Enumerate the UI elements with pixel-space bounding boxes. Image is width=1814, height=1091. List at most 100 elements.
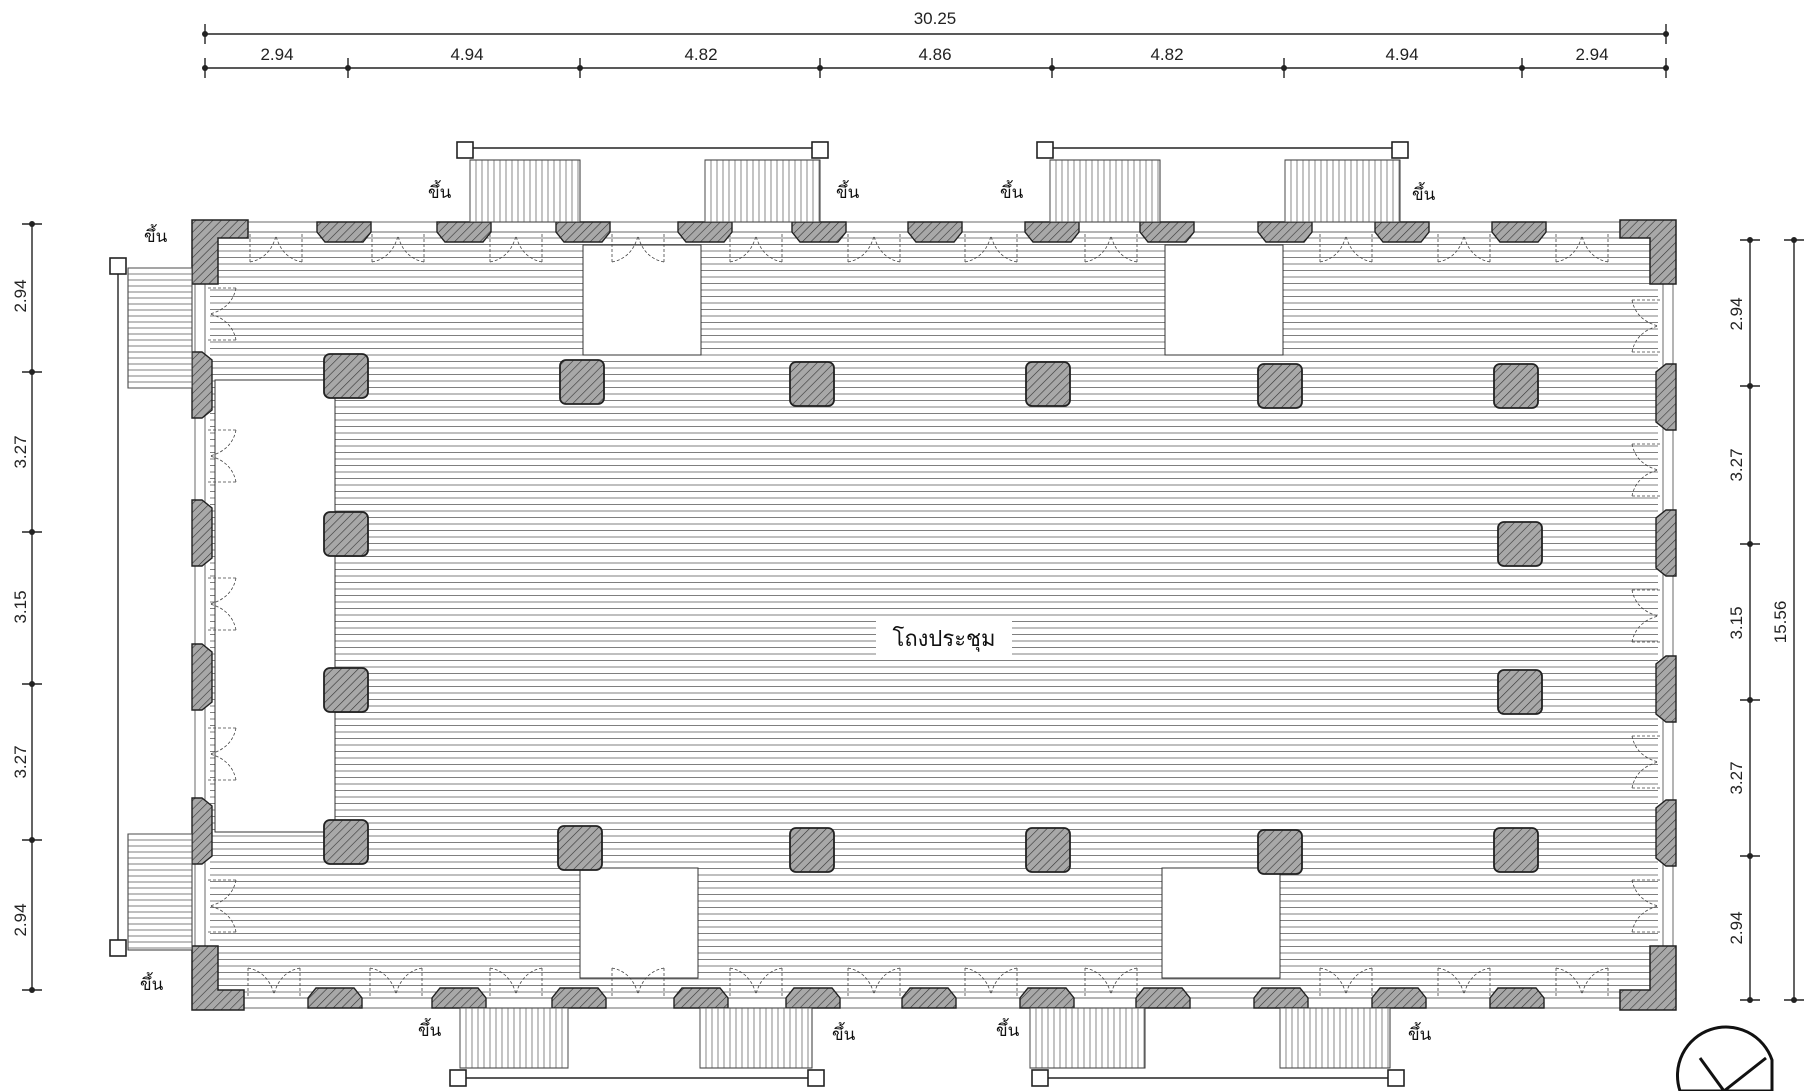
left-pier xyxy=(191,351,213,419)
stair-top-left-b xyxy=(704,159,821,223)
left-pier xyxy=(191,643,213,711)
stair-label-top-4: ขึ้น xyxy=(1412,182,1436,205)
top-pier xyxy=(1024,221,1080,243)
dim-node xyxy=(29,369,35,375)
top-pier xyxy=(907,221,963,243)
stair-left-bottom xyxy=(127,833,193,951)
top-pier xyxy=(677,221,733,243)
column xyxy=(789,361,835,407)
door-swing xyxy=(208,287,237,341)
dim-node xyxy=(817,65,823,71)
corner-top-left xyxy=(191,219,249,285)
dim-node xyxy=(1747,237,1753,243)
stair-label-bottom-4: ขึ้น xyxy=(1408,1022,1432,1045)
stair-top-right-b xyxy=(1284,159,1401,223)
right-dim-5: 2.94 xyxy=(1727,911,1746,944)
column xyxy=(323,819,369,865)
corner-bottom-right xyxy=(1619,945,1677,1011)
room-label-group: โถงประชุม xyxy=(876,620,1012,656)
stair-label-top-2: ขึ้น xyxy=(836,180,860,203)
dim-node xyxy=(1747,541,1753,547)
top-pier xyxy=(1139,221,1195,243)
column xyxy=(1493,827,1539,873)
top-pier xyxy=(555,221,611,243)
rail-post xyxy=(807,1069,825,1087)
dim-node xyxy=(1519,65,1525,71)
column xyxy=(323,353,369,399)
dim-node xyxy=(1747,997,1753,1003)
right-pier xyxy=(1655,799,1677,867)
corner-bottom-left xyxy=(191,945,245,1011)
stair-label-top-1: ขึ้น xyxy=(428,180,452,203)
left-dim-2: 3.27 xyxy=(11,435,30,468)
bottom-pier xyxy=(1489,987,1545,1009)
dim-node xyxy=(29,987,35,993)
top-pier xyxy=(436,221,492,243)
dim-node xyxy=(1049,65,1055,71)
top-dim-6: 4.94 xyxy=(1385,45,1418,64)
rail-post xyxy=(109,257,127,275)
column xyxy=(1257,363,1303,409)
overall-width-label: 30.25 xyxy=(914,9,957,28)
left-pier xyxy=(191,797,213,865)
left-dim-1: 2.94 xyxy=(11,279,30,312)
top-pier xyxy=(1374,221,1430,243)
right-dim-3: 3.15 xyxy=(1727,606,1746,639)
overall-depth-label: 15.56 xyxy=(1771,601,1790,644)
rail-post xyxy=(811,141,829,159)
north-arrow-icon xyxy=(1675,1025,1774,1091)
bottom-pier xyxy=(1253,987,1309,1009)
bottom-pier xyxy=(1135,987,1191,1009)
dim-node xyxy=(29,529,35,535)
bottom-pier xyxy=(785,987,841,1009)
dim-node xyxy=(1791,997,1797,1003)
dim-node xyxy=(1747,697,1753,703)
door-swing xyxy=(1631,735,1660,789)
left-dim-4: 3.27 xyxy=(11,745,30,778)
door-swing xyxy=(1631,299,1660,353)
top-pier xyxy=(316,221,372,243)
right-dim-2: 3.27 xyxy=(1727,448,1746,481)
floor-area xyxy=(210,237,1658,993)
dim-node xyxy=(29,221,35,227)
rail-post xyxy=(109,939,127,957)
bottom-pier xyxy=(431,987,487,1009)
dim-node xyxy=(577,65,583,71)
dim-node xyxy=(1281,65,1287,71)
stair-bottom-right-a xyxy=(1029,1007,1146,1069)
room-label: โถงประชุม xyxy=(893,626,996,652)
top-dim-1: 2.94 xyxy=(260,45,293,64)
left-dimensions: 2.94 3.27 3.15 3.27 2.94 xyxy=(11,221,42,993)
left-pier xyxy=(191,499,213,567)
dim-node xyxy=(345,65,351,71)
stair-label-top-3: ขึ้น xyxy=(1000,180,1024,203)
dim-node xyxy=(1663,65,1669,71)
stair-top-left-a xyxy=(469,159,581,223)
bottom-pier xyxy=(307,987,363,1009)
stair-label-bottom-1: ขึ้น xyxy=(418,1018,442,1041)
dim-node xyxy=(202,65,208,71)
top-dim-5: 4.82 xyxy=(1150,45,1183,64)
right-dim-4: 3.27 xyxy=(1727,761,1746,794)
dim-node xyxy=(29,837,35,843)
dim-node xyxy=(1663,31,1669,37)
stair-label-left-top: ขึ้น xyxy=(144,224,168,247)
dim-node xyxy=(1747,853,1753,859)
top-pier xyxy=(1491,221,1547,243)
corner-top-right xyxy=(1619,219,1677,285)
rail-post xyxy=(1391,141,1409,159)
top-pier xyxy=(791,221,847,243)
top-pier xyxy=(1257,221,1313,243)
column xyxy=(1025,361,1071,407)
bottom-pier xyxy=(1019,987,1075,1009)
right-dim-1: 2.94 xyxy=(1727,297,1746,330)
stair-label-left-bottom: ขึ้น xyxy=(140,972,164,995)
dim-node xyxy=(1747,383,1753,389)
column xyxy=(1025,827,1071,873)
column xyxy=(559,359,605,405)
stair-bottom-left-b xyxy=(699,1007,813,1069)
stair-label-bottom-2: ขึ้น xyxy=(832,1022,856,1045)
dim-node xyxy=(29,681,35,687)
left-dim-5: 2.94 xyxy=(11,903,30,936)
